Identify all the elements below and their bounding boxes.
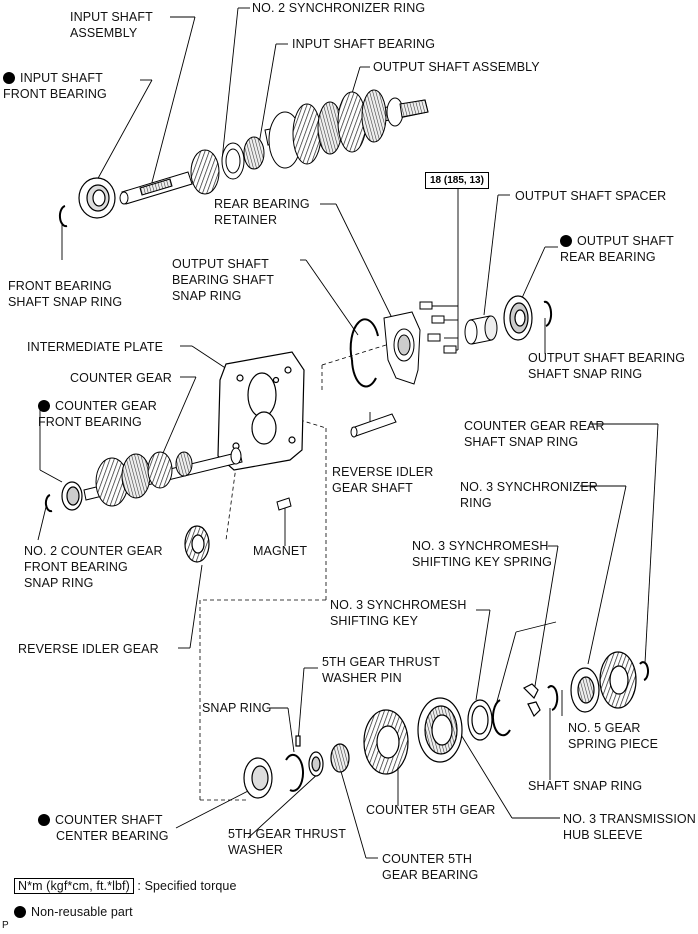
no2-counter-gear-front-bearing-snap-ring-label: NO. 2 COUNTER GEAR FRONT BEARING SNAP RI…: [24, 544, 163, 590]
output-shaft-rear-bearing-label: OUTPUT SHAFT REAR BEARING: [560, 234, 674, 264]
no3-transmission-hub-sleeve-label: NO. 3 TRANSMISSION HUB SLEEVE: [563, 812, 696, 842]
magnet-label: MAGNET: [253, 544, 308, 558]
input-shaft-bearing-label: INPUT SHAFT BEARING: [292, 37, 436, 51]
counter-gear-label: COUNTER GEAR: [70, 371, 172, 385]
torque-legend: N*m (kgf*cm, ft.*lbf) : Specified torque: [14, 878, 237, 894]
no2-synchronizer-ring-label: NO. 2 SYNCHRONIZER RING: [252, 1, 426, 15]
non-reusable-dot-icon: [38, 814, 50, 826]
no5-gear-spring-piece-label: NO. 5 GEAR SPRING PIECE: [568, 721, 659, 751]
non-reusable-dot-icon: [14, 906, 26, 918]
no3-synchromesh-shifting-key-spring-label: NO. 3 SYNCHROMESH SHIFTING KEY SPRING: [412, 539, 552, 569]
fifth-gear-thrust-washer-pin-label: 5TH GEAR THRUST WASHER PIN: [322, 655, 440, 685]
non-reusable-dot-icon: [38, 400, 50, 412]
counter-gear-rear-shaft-snap-ring-label: COUNTER GEAR REAR SHAFT SNAP RING: [464, 419, 605, 449]
shaft-snap-ring-label: SHAFT SNAP RING: [528, 779, 643, 793]
output-shaft-bearing-shaft-snap-ring-right-label: OUTPUT SHAFT BEARING SHAFT SNAP RING: [528, 351, 686, 381]
input-shaft-assembly-label: INPUT SHAFT ASSEMBLY: [70, 10, 153, 40]
reverse-idler-gear-shaft-label: REVERSE IDLER GEAR SHAFT: [332, 465, 434, 495]
corner-mark: P: [2, 920, 9, 931]
no3-synchronizer-ring-label: NO. 3 SYNCHRONIZER RING: [460, 480, 598, 510]
rear-bearing-retainer-label: REAR BEARING RETAINER: [214, 197, 310, 227]
fifth-gear-thrust-washer-label: 5TH GEAR THRUST WASHER: [228, 827, 346, 857]
torque-legend-box: N*m (kgf*cm, ft.*lbf): [14, 878, 134, 894]
intermediate-plate-label: INTERMEDIATE PLATE: [27, 340, 164, 354]
non-reusable-dot-icon: [560, 235, 572, 247]
snap-ring-label: SNAP RING: [202, 701, 272, 715]
counter-shaft-center-bearing-label: COUNTER SHAFT CENTER BEARING: [38, 812, 169, 844]
reverse-idler-gear-label: REVERSE IDLER GEAR: [18, 642, 159, 656]
torque-legend-text: : Specified torque: [137, 879, 237, 893]
non-reusable-dot-icon: [3, 72, 15, 84]
non-reusable-legend: Non-reusable part: [14, 904, 133, 920]
input-shaft-front-bearing-label: INPUT SHAFT FRONT BEARING: [3, 71, 107, 101]
output-shaft-spacer-label: OUTPUT SHAFT SPACER: [515, 189, 667, 203]
counter-fifth-gear-label: COUNTER 5TH GEAR: [366, 803, 496, 817]
front-bearing-shaft-snap-ring-label: FRONT BEARING SHAFT SNAP RING: [8, 279, 123, 309]
output-shaft-bearing-shaft-snap-ring-left-label: OUTPUT SHAFT BEARING SHAFT SNAP RING: [172, 257, 275, 303]
no3-synchromesh-shifting-key-label: NO. 3 SYNCHROMESH SHIFTING KEY: [330, 598, 467, 628]
output-shaft-assembly-label: OUTPUT SHAFT ASSEMBLY: [373, 60, 540, 74]
torque-spec-box: 18 (185, 13): [425, 172, 489, 189]
counter-fifth-gear-bearing-label: COUNTER 5TH GEAR BEARING: [382, 852, 479, 882]
counter-gear-front-bearing-label: COUNTER GEAR FRONT BEARING: [38, 399, 157, 429]
